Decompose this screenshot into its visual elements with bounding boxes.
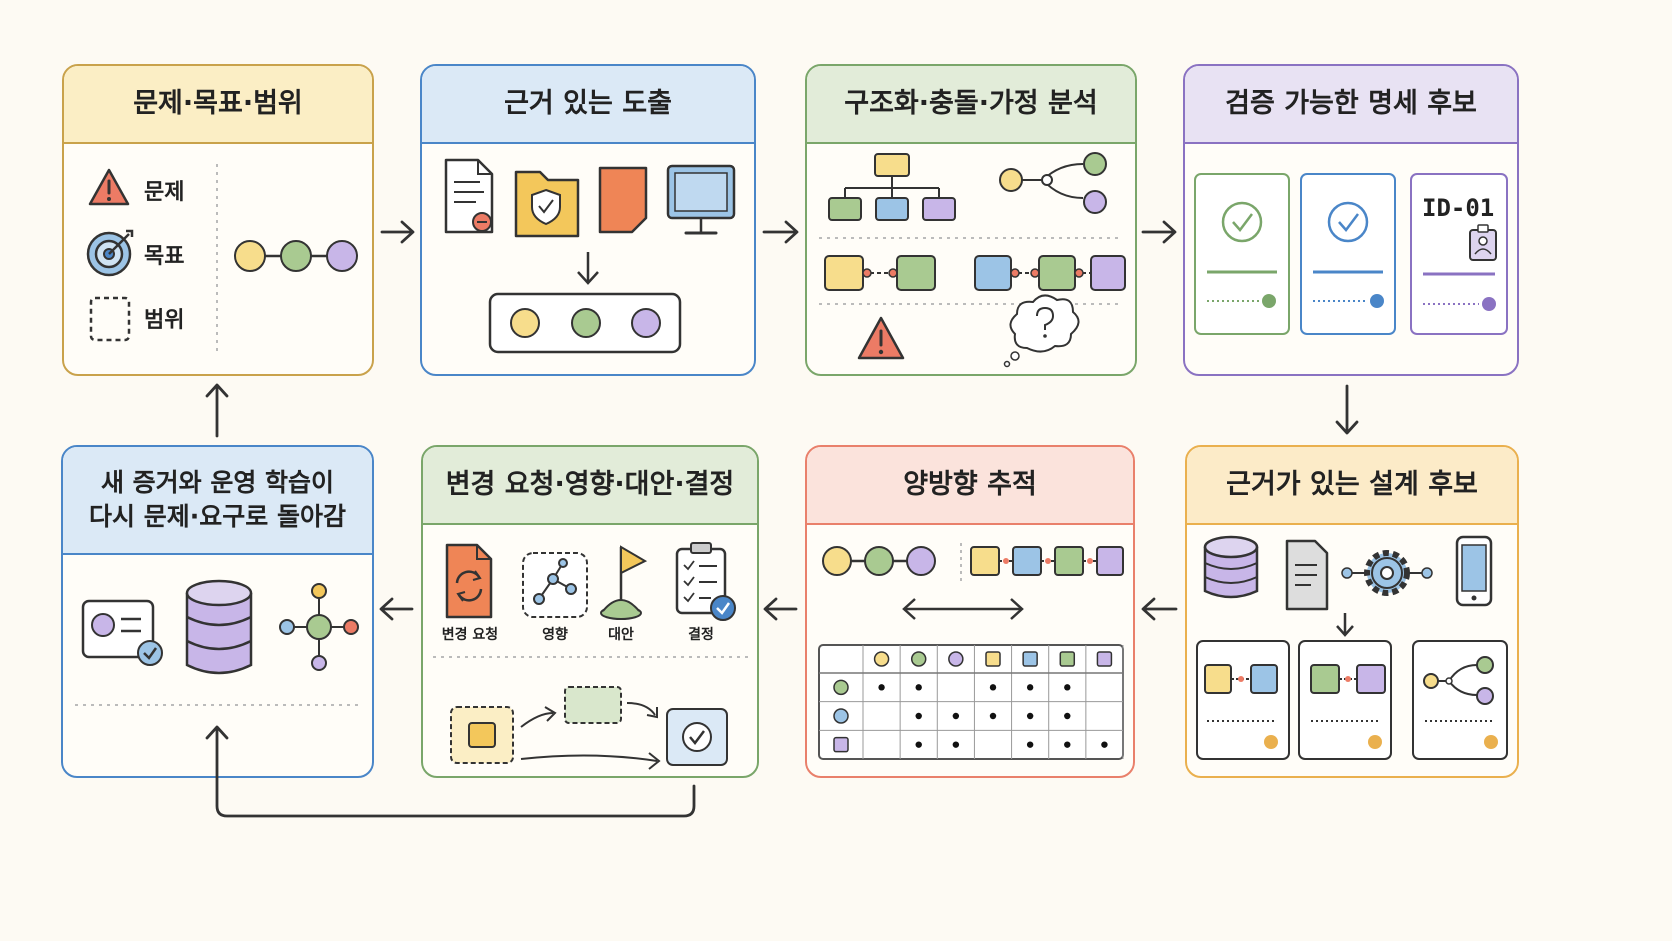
- arrow-step7-to-step8: [379, 597, 414, 621]
- sticky-note-icon: [598, 166, 648, 234]
- check-icon: [1327, 201, 1369, 243]
- step-card-structure-conflict-assumption: 구조화·충돌·가정 분석: [805, 64, 1137, 376]
- document-icon: [444, 158, 494, 234]
- step-title: 검증 가능한 명세 후보: [1185, 66, 1517, 144]
- impact-graph-icon: [522, 552, 588, 618]
- badge-icon: [1469, 224, 1497, 261]
- label-alternative: 대안: [608, 627, 634, 643]
- label-problem: 문제: [144, 180, 185, 205]
- phone-icon: [1455, 535, 1493, 607]
- arrow-step5-to-step6: [1141, 597, 1178, 621]
- dashed-scope-icon: [89, 296, 131, 342]
- step-card-bidirectional-trace: 양방향 추적: [805, 445, 1135, 778]
- warning-icon: [857, 316, 905, 360]
- check-icon: [1221, 201, 1263, 243]
- gear-icon: [1341, 550, 1433, 596]
- step-title: 새 증거와 운영 학습이 다시 문제·요구로 돌아감: [63, 447, 372, 555]
- feedback-loop-arrow: [205, 725, 696, 818]
- step-title: 변경 요청·영향·대안·결정: [423, 447, 757, 525]
- network-icon: [279, 583, 359, 671]
- step-title: 근거 있는 도출: [422, 66, 754, 144]
- arrow-step1-to-step2: [380, 220, 415, 244]
- flag-icon: [600, 545, 648, 620]
- step-title: 양방향 추적: [807, 447, 1133, 525]
- arrow-step6-to-step7: [763, 597, 798, 621]
- step-card-evidence-elicitation: 근거 있는 도출: [420, 64, 756, 376]
- label-impact: 영향: [542, 627, 568, 643]
- document-icon: [1285, 539, 1329, 611]
- refresh-document-icon: [445, 543, 493, 619]
- shield-folder-icon: [514, 170, 580, 238]
- step-card-problem-goal-scope: 문제·목표·범위: [62, 64, 374, 376]
- target-icon: [86, 229, 134, 277]
- label-change-request: 변경 요청: [441, 627, 499, 643]
- step-card-feedback-loop: 새 증거와 운영 학습이 다시 문제·요구로 돌아감: [61, 445, 374, 778]
- database-icon: [1203, 535, 1259, 599]
- step-card-verifiable-spec: 검증 가능한 명세 후보: [1183, 64, 1519, 376]
- branch-icon: [999, 152, 1107, 214]
- label-goal: 목표: [144, 244, 185, 269]
- arrow-step3-to-step4: [1141, 220, 1177, 244]
- arrow-step8-to-step1: [205, 383, 229, 438]
- step-title: 문제·목표·범위: [64, 66, 372, 144]
- step-card-evidence-based-design: 근거가 있는 설계 후보: [1185, 445, 1519, 778]
- arrow-step2-to-step3: [762, 220, 799, 244]
- trace-matrix: [818, 644, 1124, 760]
- step-title: 근거가 있는 설계 후보: [1187, 447, 1517, 525]
- label-decision: 결정: [688, 627, 714, 643]
- linked-circles-icon: [234, 240, 358, 272]
- step-title: 구조화·충돌·가정 분석: [807, 66, 1135, 144]
- arrow-step4-to-step5: [1335, 384, 1359, 435]
- hierarchy-icon: [828, 153, 956, 221]
- spec-id-label: ID-01: [1422, 194, 1495, 222]
- database-icon: [185, 579, 253, 675]
- thought-bubble-icon: [1003, 294, 1080, 368]
- label-scope: 범위: [144, 308, 185, 333]
- profile-card-icon: [81, 599, 163, 666]
- checklist-icon: [675, 542, 736, 621]
- monitor-icon: [666, 164, 736, 235]
- warning-icon: [88, 168, 130, 206]
- down-arrow-icon: [577, 252, 599, 285]
- double-arrow-icon: [902, 598, 1024, 620]
- step-card-change-impact-decision: 변경 요청·영향·대안·결정: [421, 445, 759, 778]
